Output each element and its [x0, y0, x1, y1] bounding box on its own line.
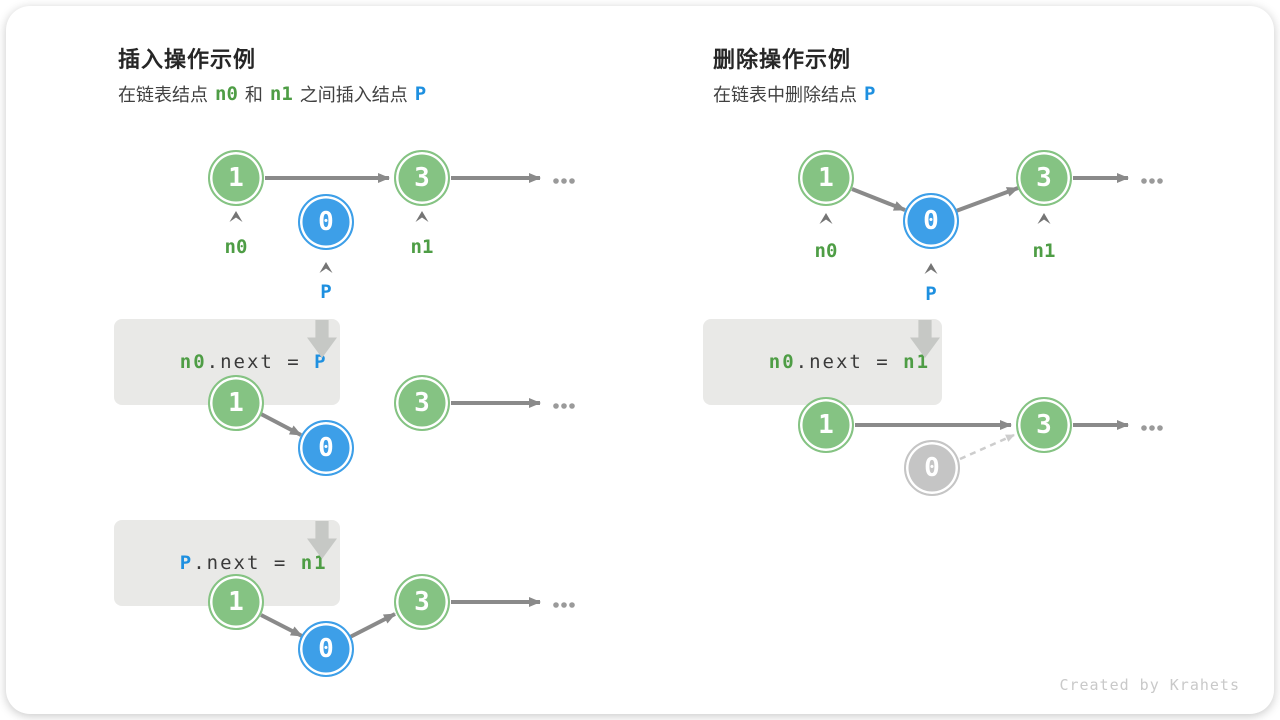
delete-section-title: 删除操作示例 — [713, 47, 852, 72]
insert-section-title: 插入操作示例 — [118, 47, 257, 72]
caret-up-icon — [415, 211, 429, 222]
pointer-label-n1: n1 — [410, 236, 434, 258]
watermark: Created by Krahets — [1059, 676, 1240, 694]
list-node-3: 3 — [1016, 397, 1072, 453]
arrow-right2-p-n1-dashed — [959, 433, 1015, 461]
list-node-3: 3 — [394, 375, 450, 431]
caret-up-icon — [1037, 213, 1051, 224]
ellipsis — [553, 403, 575, 409]
token-p: P — [414, 83, 427, 105]
caret-up-icon — [819, 213, 833, 224]
list-node-1: 1 — [798, 150, 854, 206]
arrow-left3-n0-p — [260, 613, 303, 638]
ellipsis — [1141, 178, 1163, 184]
token-n1: n1 — [269, 83, 293, 105]
code-token: .next = — [206, 351, 315, 373]
code-token: n1 — [903, 351, 931, 373]
caret-up-icon — [319, 262, 333, 273]
subtitle-text: 在链表结点 — [118, 85, 208, 105]
delete-section-subtitle: 在链表中删除结点 P — [713, 81, 882, 107]
token-n0: n0 — [215, 83, 238, 105]
pointer-label-p: P — [925, 283, 937, 305]
list-node-3: 3 — [394, 574, 450, 630]
ellipsis — [1141, 425, 1163, 431]
list-node-3: 3 — [394, 150, 450, 206]
code-token: n0 — [768, 351, 796, 373]
caret-up-icon — [924, 263, 938, 274]
code-token: P — [314, 351, 328, 373]
pointer-label-p: P — [320, 281, 332, 303]
arrow-left2-n0-p — [260, 412, 302, 437]
list-node-1: 1 — [798, 397, 854, 453]
arrow-right1-p-n1 — [955, 186, 1019, 213]
arrow-right1-n0-p — [851, 187, 906, 212]
caret-up-icon — [229, 211, 243, 222]
insert-section-subtitle: 在链表结点 n0 和 n1 之间插入结点 P — [118, 81, 433, 107]
list-node-p: 0 — [298, 621, 354, 677]
ellipsis — [553, 178, 575, 184]
code-token: n0 — [179, 351, 207, 373]
list-node-p-removed: 0 — [904, 440, 960, 496]
list-node-3: 3 — [1016, 150, 1072, 206]
list-node-p: 0 — [298, 194, 354, 250]
code-n0-next-n1: n0.next = n1 — [703, 319, 943, 405]
list-node-1: 1 — [208, 150, 264, 206]
code-token: .next = — [795, 351, 904, 373]
ellipsis — [553, 602, 575, 608]
pointer-label-n0: n0 — [224, 236, 248, 258]
pointer-label-n0: n0 — [814, 240, 838, 262]
code-token: .next = — [193, 552, 301, 574]
token-p: P — [864, 83, 876, 105]
code-token: P — [179, 552, 194, 574]
list-node-1: 1 — [208, 574, 264, 630]
subtitle-text: 在链表中删除结点 — [713, 85, 857, 105]
code-token: n1 — [300, 552, 328, 574]
list-node-p: 0 — [903, 193, 959, 249]
subtitle-text: 之间插入结点 — [299, 85, 408, 105]
subtitle-text: 和 — [244, 85, 263, 105]
arrow-left3-p-n1 — [349, 612, 396, 639]
list-node-1: 1 — [208, 375, 264, 431]
list-node-p: 0 — [298, 420, 354, 476]
pointer-label-n1: n1 — [1032, 240, 1056, 262]
